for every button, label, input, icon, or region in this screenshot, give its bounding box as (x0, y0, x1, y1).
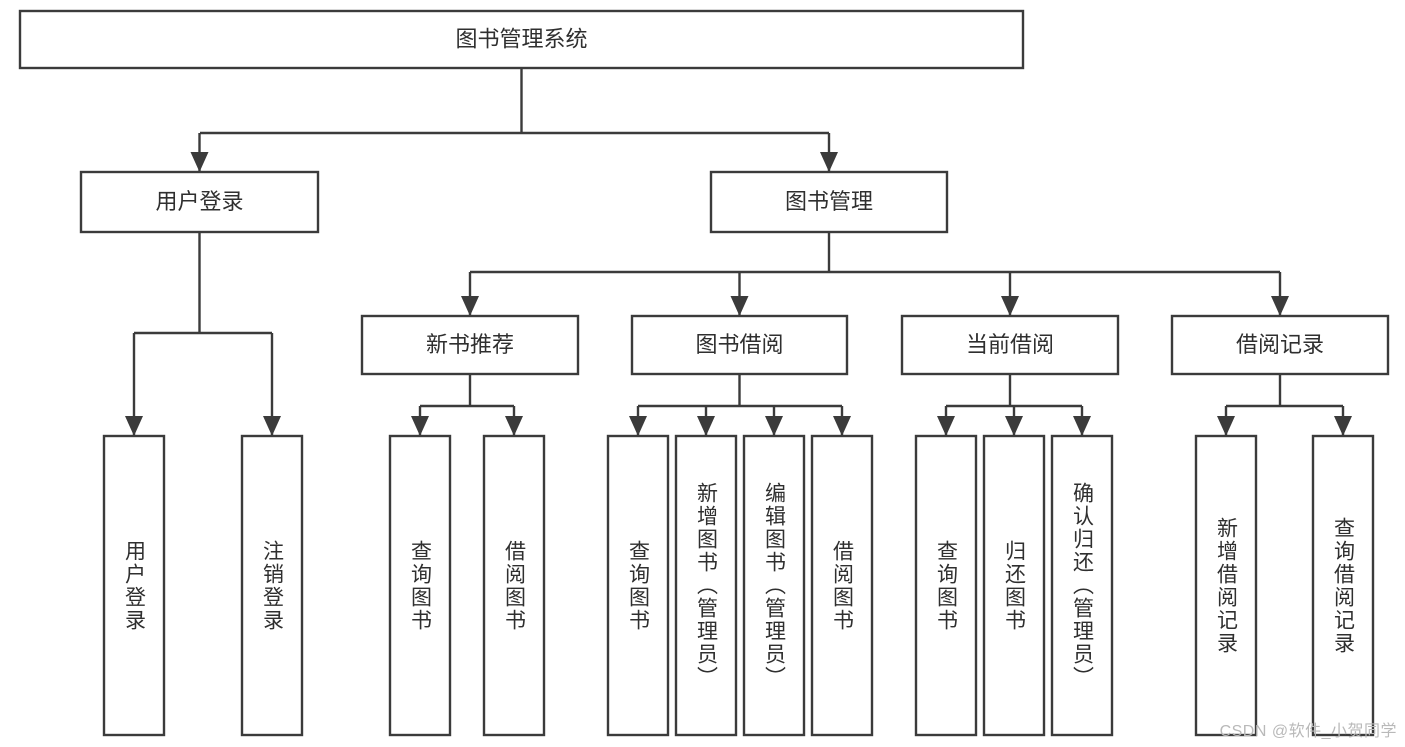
node-box-leaf-add-book-admin[interactable] (674, 434, 738, 737)
node-box-book-borrow[interactable] (630, 314, 849, 376)
arrow-head-book-management (820, 152, 838, 172)
arrow-head-current-borrow (1001, 296, 1019, 316)
arrow-head-borrow-record (1271, 296, 1289, 316)
node-box-root[interactable] (18, 9, 1025, 70)
arrow-head-new-book-recommend (461, 296, 479, 316)
node-box-leaf-borrow-book-recommend[interactable] (482, 434, 546, 737)
node-hit-leaf-return-book[interactable] (984, 436, 1044, 735)
node-box-leaf-return-book[interactable] (982, 434, 1046, 737)
node-label-book-borrow: 图书借阅 (695, 332, 783, 357)
node-box-leaf-query-borrow-record[interactable] (1311, 434, 1375, 737)
node-label-new-book-recommend: 新书推荐 (426, 332, 514, 357)
node-hit-leaf-query-book-borrow[interactable] (608, 436, 668, 735)
node-hit-leaf-logout[interactable] (242, 436, 302, 735)
node-hit-leaf-edit-book-admin[interactable] (744, 436, 804, 735)
arrow-head-leaf-query-borrow-record (1334, 416, 1352, 436)
node-box-leaf-add-borrow-record[interactable] (1194, 434, 1258, 737)
arrow-head-leaf-query-book-borrow (629, 416, 647, 436)
node-hit-leaf-borrow-book[interactable] (812, 436, 872, 735)
arrow-head-leaf-user-login (125, 416, 143, 436)
node-label-user-login: 用户登录 (155, 189, 243, 214)
node-hit-leaf-query-borrow-record[interactable] (1313, 436, 1373, 735)
arrow-head-leaf-borrow-book (833, 416, 851, 436)
node-hit-leaf-add-borrow-record[interactable] (1196, 436, 1256, 735)
arrow-head-leaf-add-book-admin (697, 416, 715, 436)
node-label-book-management: 图书管理 (785, 189, 873, 214)
node-box-leaf-query-book-borrow[interactable] (606, 434, 670, 737)
node-box-current-borrow[interactable] (900, 314, 1120, 376)
node-box-leaf-edit-book-admin[interactable] (742, 434, 806, 737)
node-hit-leaf-borrow-book-recommend[interactable] (484, 436, 544, 735)
node-box-new-book-recommend[interactable] (360, 314, 580, 376)
node-label-root: 图书管理系统 (455, 26, 587, 51)
node-hit-leaf-add-book-admin[interactable] (676, 436, 736, 735)
node-hit-leaf-query-book-recommend[interactable] (390, 436, 450, 735)
node-box-leaf-confirm-return-admin[interactable] (1050, 434, 1114, 737)
arrow-head-user-login (190, 152, 209, 172)
node-box-leaf-borrow-book[interactable] (810, 434, 874, 737)
node-label-current-borrow: 当前借阅 (966, 332, 1054, 357)
node-label-borrow-record: 借阅记录 (1236, 332, 1324, 357)
node-hit-leaf-user-login[interactable] (104, 436, 164, 735)
csdn-watermark: CSDN @软件_小贺同学 (1219, 723, 1397, 740)
arrow-head-leaf-query-book-recommend (411, 416, 429, 436)
arrow-head-leaf-return-book (1005, 416, 1023, 436)
node-box-book-management[interactable] (709, 170, 949, 234)
arrow-head-leaf-logout (263, 416, 281, 436)
node-box-leaf-logout[interactable] (240, 434, 304, 737)
node-box-leaf-query-book-current[interactable] (914, 434, 978, 737)
arrow-head-leaf-add-borrow-record (1217, 416, 1235, 436)
node-box-user-login[interactable] (79, 170, 320, 234)
arrow-head-leaf-edit-book-admin (765, 416, 783, 436)
arrow-head-leaf-borrow-book-recommend (505, 416, 523, 436)
node-box-layer (18, 9, 1390, 737)
connector-layer (125, 68, 1352, 436)
node-hit-leaf-confirm-return-admin[interactable] (1052, 436, 1112, 735)
arrow-head-leaf-confirm-return-admin (1073, 416, 1091, 436)
arrow-head-leaf-query-book-current (937, 416, 955, 436)
node-box-borrow-record[interactable] (1170, 314, 1390, 376)
node-box-leaf-query-book-recommend[interactable] (388, 434, 452, 737)
arrow-head-book-borrow (730, 296, 749, 316)
node-hit-leaf-query-book-current[interactable] (916, 436, 976, 735)
node-box-leaf-user-login[interactable] (102, 434, 166, 737)
